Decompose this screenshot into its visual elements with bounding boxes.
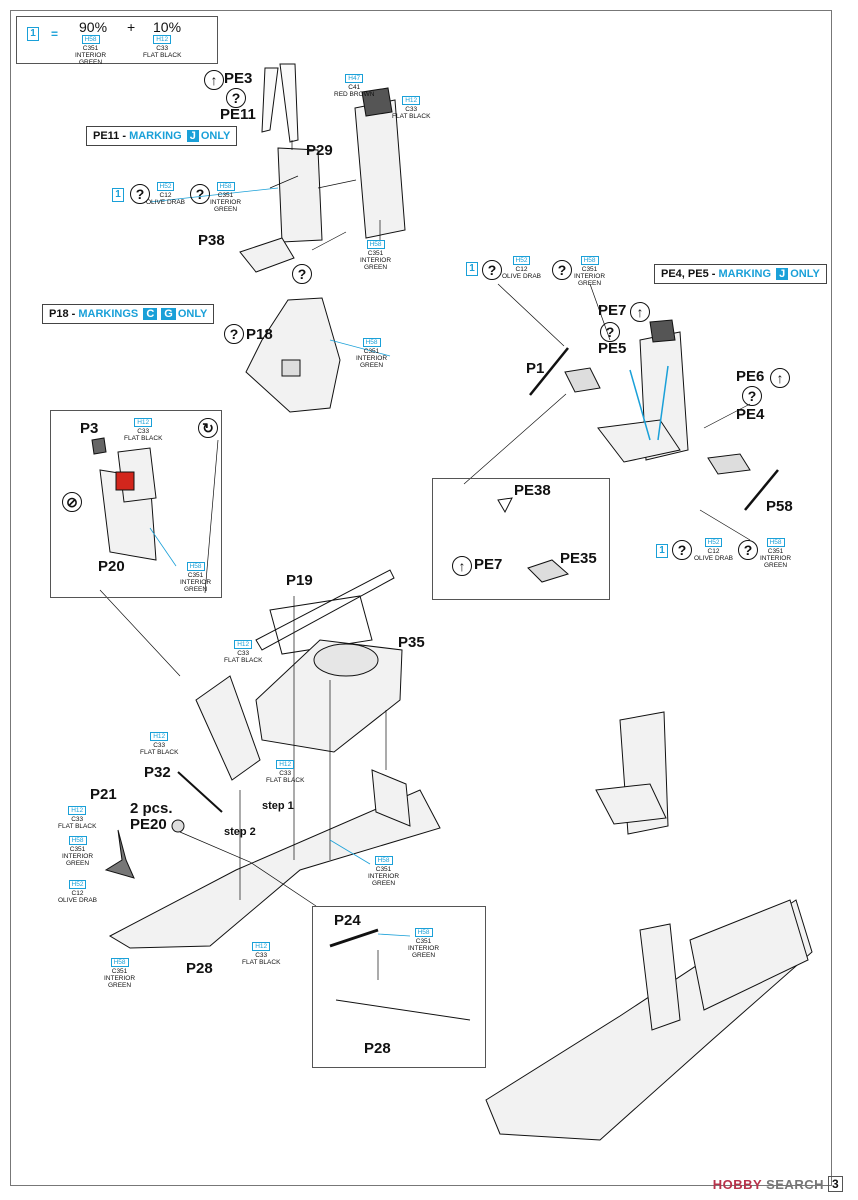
label-pe11: PE11 — [220, 106, 256, 123]
left-olive-step-number: 1 — [112, 188, 124, 202]
label-pe7-detail: PE7 — [474, 556, 503, 573]
p18-question-icon: ? — [224, 324, 244, 344]
remove-icon: ⊘ — [62, 492, 82, 512]
label-p19: P19 — [286, 572, 313, 589]
legend-plus: + — [127, 19, 136, 35]
right-top-olive-question-icon: ? — [482, 260, 502, 280]
pe7-question-icon: ? — [600, 322, 620, 342]
p3-p20-detail-box — [50, 410, 222, 598]
label-pe4: PE4 — [736, 406, 765, 423]
page-number: 3 — [828, 1176, 843, 1192]
label-step2: step 2 — [224, 826, 256, 838]
p32-bracket-drawing — [195, 675, 261, 781]
right-top-green-question-icon: ? — [552, 260, 572, 280]
legend-paint-2: H12 C33 FLAT BLACK — [143, 35, 182, 59]
label-p38: P38 — [198, 232, 225, 249]
watermark: HOBBY SEARCH — [712, 1177, 824, 1192]
label-p24: P24 — [334, 912, 361, 929]
seat-assembly-drawing — [354, 99, 406, 239]
legend-step-number: 1 — [27, 27, 39, 41]
p38-question-icon: ? — [292, 264, 312, 284]
legend-equals: = — [51, 27, 59, 41]
left-olive-question-icon: ? — [130, 184, 150, 204]
pe7-detail-arrow-up-icon: ↑ — [452, 556, 472, 576]
label-p28-detail: P28 — [364, 1040, 391, 1057]
p19-frame-drawing — [255, 569, 395, 655]
pe3-arrow-up-icon: ↑ — [204, 70, 224, 90]
p24-detail-box — [312, 906, 486, 1068]
pe4-question-icon: ? — [742, 386, 762, 406]
pe6-arrow-up-icon: ↑ — [770, 368, 790, 388]
legend-paint-1: H58 C351 INTERIOR GREEN — [75, 35, 107, 66]
label-pe6: PE6 — [736, 368, 765, 385]
pe3-harness-drawing — [261, 63, 299, 143]
label-p32: P32 — [144, 764, 171, 781]
p38-cushion-drawing — [239, 237, 295, 273]
right-top-step-number: 1 — [466, 262, 478, 276]
p21-stick-drawing — [104, 829, 135, 879]
rotate-icon: ↻ — [198, 418, 218, 438]
left-green-question-icon: ? — [190, 184, 210, 204]
right-bot-green-question-icon: ? — [738, 540, 758, 560]
label-p58: P58 — [766, 498, 793, 515]
label-p1: P1 — [526, 360, 545, 377]
p3-red-part — [115, 471, 135, 491]
page-frame — [10, 10, 832, 1186]
legend-percent-2: 10% — [153, 19, 182, 35]
label-pe35: PE35 — [560, 550, 597, 567]
label-pe7-top: PE7 — [598, 302, 627, 319]
label-pe20-qty: 2 pcs. — [130, 800, 173, 817]
label-p21: P21 — [90, 786, 117, 803]
pe38-pe35-detail-box — [432, 478, 610, 600]
label-p18: P18 — [246, 326, 273, 343]
label-pe5: PE5 — [598, 340, 627, 357]
mix-legend-box: 1 = 90% + 10% H58 C351 INTERIOR GREEN H1… — [16, 16, 218, 66]
label-step1: step 1 — [262, 800, 294, 812]
label-p35: P35 — [398, 634, 425, 651]
right-bot-olive-question-icon: ? — [672, 540, 692, 560]
pe11-question-icon: ? — [226, 88, 246, 108]
label-pe3: PE3 — [224, 70, 253, 87]
p28-floor-drawing — [108, 789, 441, 949]
pe7-arrow-up-icon: ↑ — [630, 302, 650, 322]
label-p3: P3 — [80, 420, 99, 437]
legend-percent-1: 90% — [79, 19, 108, 35]
p29-seat-back-drawing — [277, 147, 323, 243]
label-p28-main: P28 — [186, 960, 213, 977]
label-pe38: PE38 — [514, 482, 551, 499]
label-p20: P20 — [98, 558, 125, 575]
right-bottom-step-number: 1 — [656, 544, 668, 558]
label-pe20: PE20 — [130, 816, 167, 833]
label-p29: P29 — [306, 142, 333, 159]
p18-seat-drawing — [245, 297, 341, 413]
